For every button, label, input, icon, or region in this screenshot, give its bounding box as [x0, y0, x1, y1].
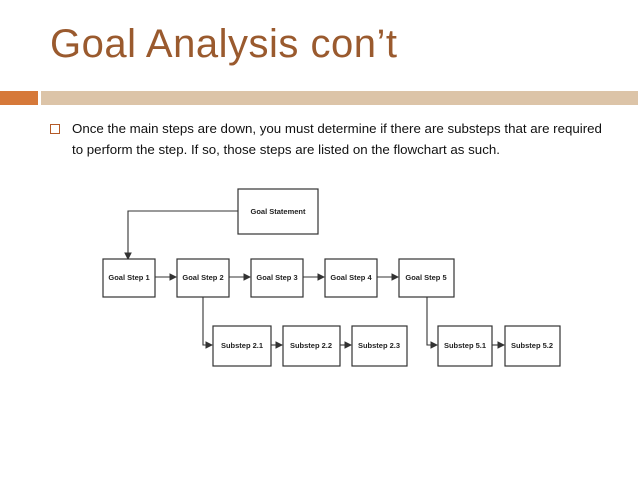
goal-step-4-box: Goal Step 4 [324, 258, 378, 298]
goal-step-4-label: Goal Step 4 [330, 273, 372, 282]
goal-statement-label: Goal Statement [250, 207, 306, 216]
goal-step-1-box: Goal Step 1 [102, 258, 156, 298]
substep-2-2-box: Substep 2.2 [282, 325, 341, 367]
goal-step-3-box: Goal Step 3 [250, 258, 304, 298]
substep-5-2-label: Substep 5.2 [511, 341, 553, 350]
goal-step-2-box: Goal Step 2 [176, 258, 230, 298]
substep-5-2-box: Substep 5.2 [504, 325, 561, 367]
goal-step-1-label: Goal Step 1 [108, 273, 149, 282]
substep-5-1-box: Substep 5.1 [437, 325, 493, 367]
substep-2-1-label: Substep 2.1 [221, 341, 263, 350]
substep-2-1-box: Substep 2.1 [212, 325, 272, 367]
goal-statement-box: Goal Statement [237, 188, 319, 235]
substep-5-1-label: Substep 5.1 [444, 341, 486, 350]
goal-step-5-box: Goal Step 5 [398, 258, 455, 298]
accent-bar-left [0, 91, 38, 105]
bullet-item: Once the main steps are down, you must d… [50, 118, 610, 160]
goal-step-5-label: Goal Step 5 [405, 273, 446, 282]
slide-title: Goal Analysis con’t [50, 22, 398, 66]
connector-step2-to-substep21 [202, 296, 214, 349]
goal-step-2-label: Goal Step 2 [182, 273, 223, 282]
substep-2-2-label: Substep 2.2 [290, 341, 332, 350]
bullet-text: Once the main steps are down, you must d… [72, 121, 602, 157]
substep-2-3-label: Substep 2.3 [358, 341, 400, 350]
bullet-square-icon [50, 124, 60, 134]
connector-step5-to-substep51 [426, 296, 439, 349]
goal-step-3-label: Goal Step 3 [256, 273, 297, 282]
substep-2-3-box: Substep 2.3 [351, 325, 408, 367]
accent-bar-right [41, 91, 638, 105]
connector-statement-to-step1 [124, 210, 238, 261]
